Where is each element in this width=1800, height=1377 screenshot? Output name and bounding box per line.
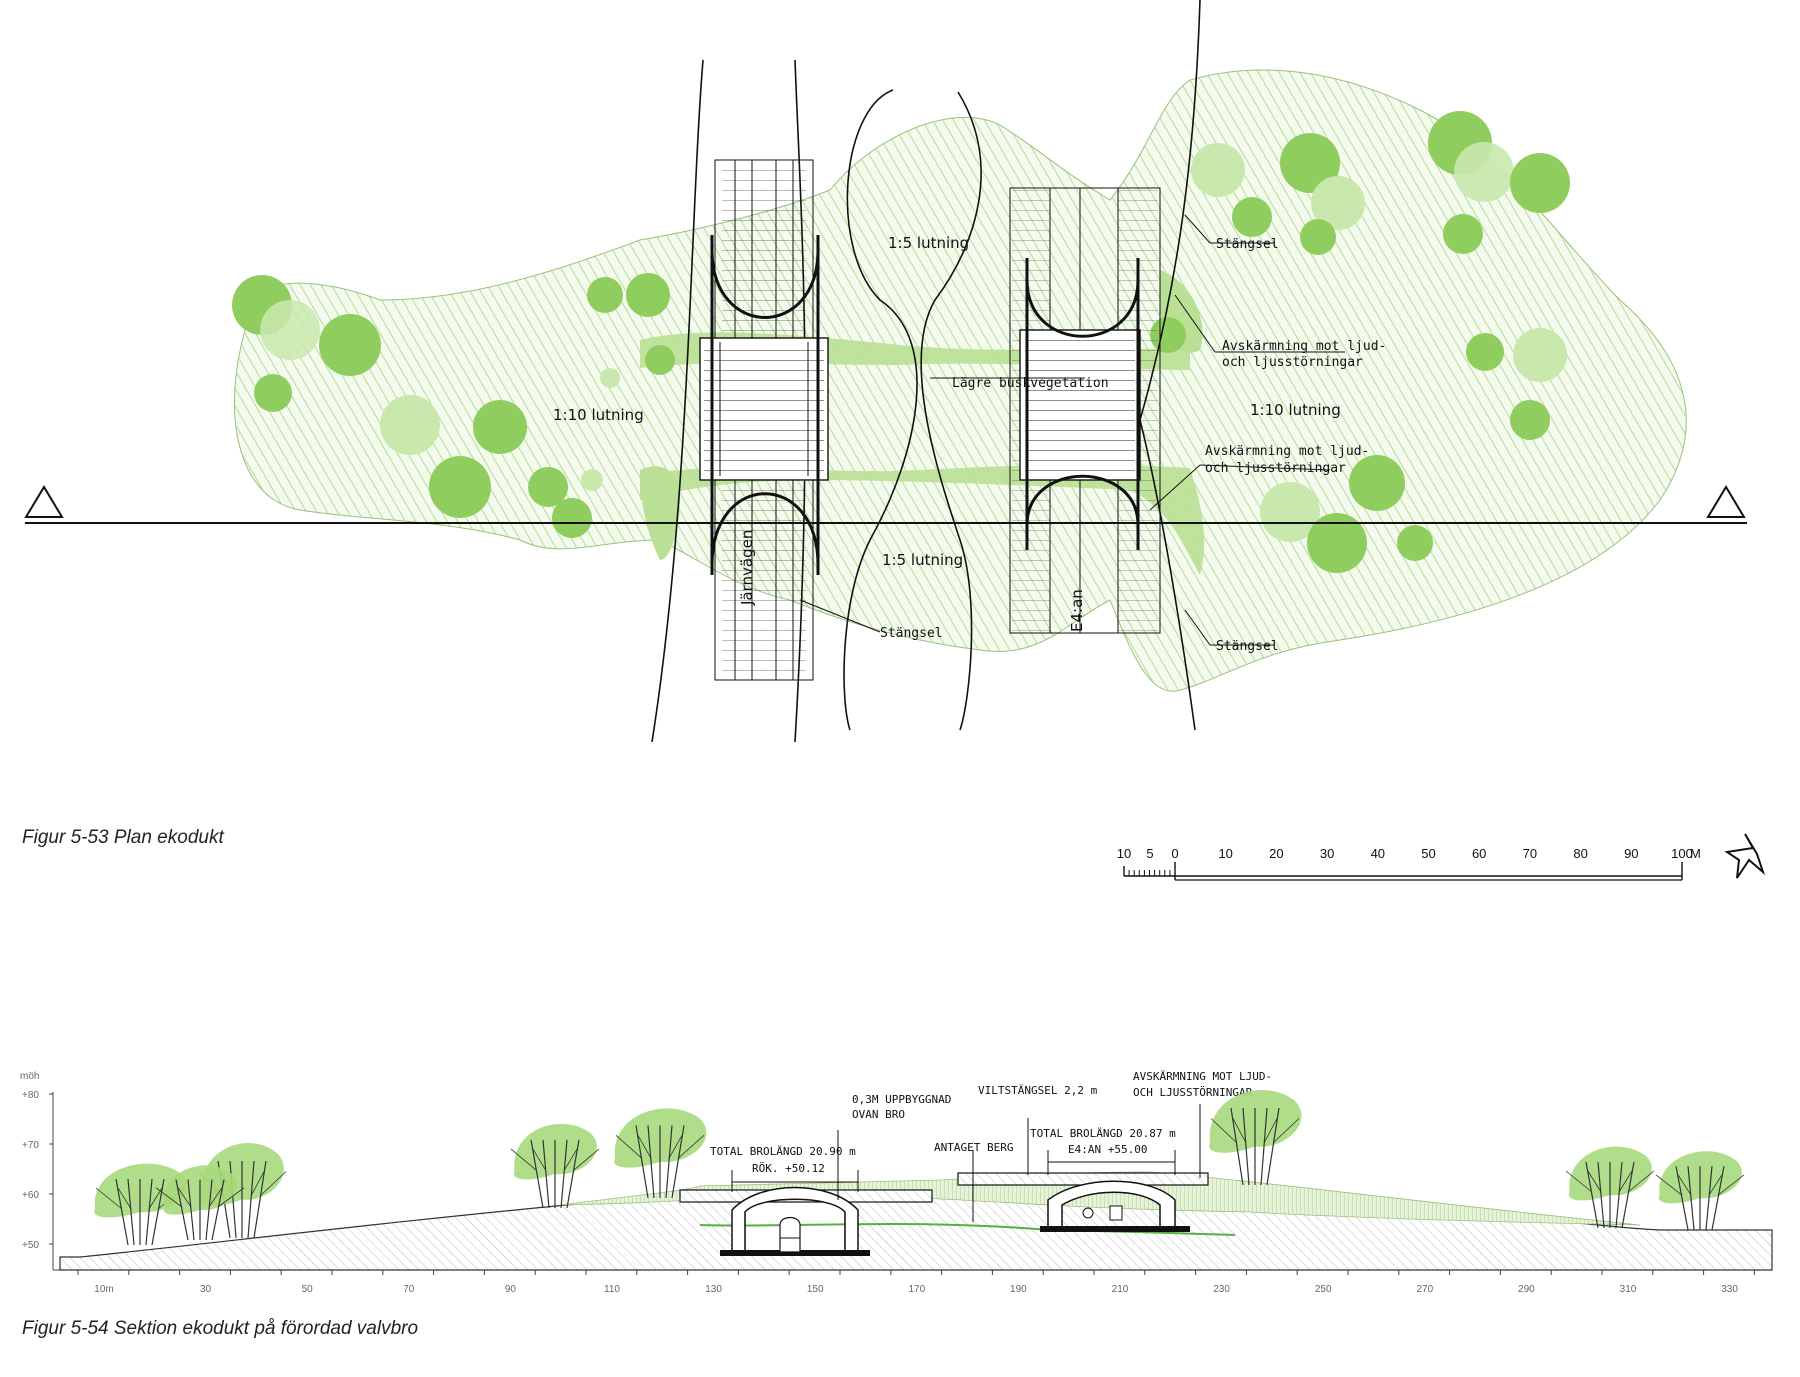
x-tick-label: 330 — [1721, 1284, 1738, 1295]
scale-label: 50 — [1421, 846, 1435, 861]
screen-label-bottom-line1: Avskärmning mot ljud- — [1205, 444, 1369, 459]
rock-label: ANTAGET BERG — [934, 1141, 1013, 1154]
plan-trees — [232, 111, 1570, 573]
slope-label-bottom: 1:5 lutning — [882, 551, 963, 569]
screen-label-line2: OCH LJUSSTÖRNINGAR — [1133, 1086, 1253, 1099]
x-tick-label: 70 — [403, 1284, 415, 1295]
bridge1-length-label: TOTAL BROLÄNGD 20.90 m — [710, 1145, 856, 1158]
x-tick-label: 90 — [505, 1284, 517, 1295]
section-marker-right — [1706, 485, 1746, 518]
y-tick-label: +50 — [22, 1240, 39, 1251]
x-tick-label: 270 — [1416, 1284, 1433, 1295]
section-marker-left — [24, 485, 64, 518]
screen-label-top-line1: Avskärmning mot ljud- — [1222, 339, 1386, 354]
dimension-lines — [731, 1104, 1201, 1222]
slope-label-top: 1:5 lutning — [888, 234, 969, 252]
tree-icon — [510, 1123, 600, 1209]
x-tick-label: 30 — [200, 1284, 212, 1295]
tree-icon — [94, 1163, 187, 1246]
scale-label: 90 — [1624, 846, 1638, 861]
bridge1-level-label: RÖK. +50.12 — [752, 1162, 825, 1175]
tree-icon — [1565, 1146, 1655, 1229]
plan-drawing: 1:5 lutning 1:5 lutning 1:10 lutning 1:1… — [24, 0, 1747, 743]
x-tick-label: 230 — [1213, 1284, 1230, 1295]
x-tick-label: 50 — [302, 1284, 314, 1295]
section-trees — [94, 1090, 1745, 1246]
bridge-road — [957, 1172, 1209, 1232]
x-tick-label: 310 — [1620, 1284, 1637, 1295]
x-tick-label: 150 — [807, 1284, 824, 1295]
scale-unit: M — [1690, 846, 1701, 861]
x-tick-label: 170 — [908, 1284, 925, 1295]
section-caption: Figur 5-54 Sektion ekodukt på förordad v… — [22, 1318, 419, 1339]
fence-label-bottom-right: Stängsel — [1216, 639, 1279, 654]
railway-label: Järnvägen — [738, 530, 756, 606]
scale-label: 60 — [1472, 846, 1486, 861]
tree-icon — [1655, 1151, 1745, 1231]
tree-icon — [1209, 1090, 1302, 1186]
bridge-arches — [710, 235, 1140, 575]
x-tick-label: 210 — [1112, 1284, 1129, 1295]
y-axis-unit: möh — [20, 1071, 39, 1082]
scale-label: 5 — [1146, 846, 1153, 861]
upbuild-label-line2: OVAN BRO — [852, 1108, 905, 1121]
x-tick-label: 250 — [1315, 1284, 1332, 1295]
fence-label: VILTSTÄNGSEL 2,2 m — [978, 1084, 1098, 1097]
fence-label-top-right: Stängsel — [1216, 237, 1279, 252]
y-tick-label: +80 — [22, 1090, 39, 1101]
road-label: E4:an — [1068, 589, 1086, 632]
y-tick-label: +70 — [22, 1140, 39, 1151]
x-tick-label: 130 — [705, 1284, 722, 1295]
section-drawing: möh +80 +70 +60 +50 10m 30 50 70 90 110 130 150 170… — [20, 1070, 1773, 1295]
road-e4 — [1009, 187, 1161, 634]
scale-label: 80 — [1573, 846, 1587, 861]
y-tick-label: +60 — [22, 1190, 39, 1201]
screen-label-bottom-line2: och ljusstörningar — [1205, 461, 1346, 476]
leader-lines — [799, 214, 1345, 646]
screen-label-top-line2: och ljusstörningar — [1222, 355, 1363, 370]
scale-label: 10 — [1117, 846, 1131, 861]
railway-track — [699, 159, 829, 681]
scale-label: 20 — [1269, 846, 1283, 861]
scale-label: 10 — [1218, 846, 1232, 861]
tree-icon — [155, 1165, 245, 1241]
slope-label-right: 1:10 lutning — [1250, 401, 1341, 419]
bridge2-level-label: E4:AN +55.00 — [1068, 1143, 1147, 1156]
slope-label-left: 1:10 lutning — [553, 406, 644, 424]
upbuild-label-line1: 0,3M UPPBYGGNAD — [852, 1093, 951, 1106]
x-tick-label: 10m — [94, 1284, 113, 1295]
vegetation-label: Lägre buskvegetation — [952, 376, 1109, 391]
scale-label: 30 — [1320, 846, 1334, 861]
scale-label: 0 — [1171, 846, 1178, 861]
tree-icon — [614, 1108, 707, 1199]
north-arrow-icon — [1724, 833, 1766, 879]
scale-label: 100 — [1671, 846, 1693, 861]
fence-label-bottom-left: Stängsel — [880, 626, 943, 641]
screen-label-line1: AVSKÄRMNING MOT LJUD- — [1133, 1070, 1272, 1083]
bridge2-length-label: TOTAL BROLÄNGD 20.87 m — [1030, 1127, 1176, 1140]
shrub-patch-left — [640, 466, 680, 560]
x-tick-label: 190 — [1010, 1284, 1027, 1295]
scale-label: 40 — [1371, 846, 1385, 861]
bridge-railway — [679, 1186, 933, 1256]
scale-label: 70 — [1523, 846, 1537, 861]
x-tick-label: 110 — [604, 1284, 620, 1295]
plan-caption: Figur 5-53 Plan ekodukt — [22, 827, 224, 848]
x-tick-label: 290 — [1518, 1284, 1535, 1295]
